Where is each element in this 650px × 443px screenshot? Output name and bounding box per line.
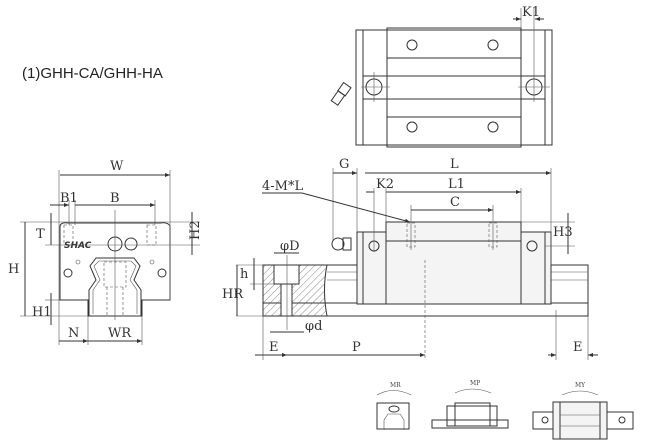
dim-l1: L1 [448,177,465,192]
grease-nipple-icon [331,237,345,251]
dim-p: P [352,340,361,355]
dim-b: B [110,191,120,206]
dim-h2: H2 [188,220,203,240]
dim-e-right: E [573,340,583,355]
model-title: (1)GHH-CA/GHH-HA [22,65,163,82]
dim-b1: B1 [60,191,78,206]
dim-c: C [450,195,460,210]
dim-e-left: E [269,340,279,355]
grease-nipple-icon [330,81,352,106]
dim-hr: HR [222,287,244,302]
dim-wr: WR [108,326,132,341]
brand-logo: SHAC [64,241,92,251]
top-view: K1 [330,5,553,148]
label-mr: MR [390,382,401,389]
dim-4-m-l: 4-M*L [262,179,303,194]
dim-h-small: h [240,267,249,282]
moment-my-diagram: MY [532,382,634,440]
dim-g: G [339,157,349,172]
dim-h3: H3 [553,225,573,240]
label-mp: MP [470,380,480,387]
dim-l: L [450,157,459,172]
dim-phi-D: φD [280,239,300,254]
moment-mp-diagram: MP [431,380,509,429]
dim-w: W [110,159,124,174]
moment-mr-diagram: MR [376,382,412,430]
side-view: G L K2 L1 C 4-M*L H3 φD φd h HR E [222,157,598,360]
dim-phi-d: φd [305,319,322,334]
dim-h1: H1 [32,305,52,320]
dim-t: T [36,227,45,242]
dim-n: N [68,326,79,341]
label-my: MY [575,382,586,389]
dim-k1: K1 [522,5,540,20]
dim-h: H [8,262,19,277]
front-view: SHAC W B1 B T H2 H H1 N WR [8,159,203,345]
dim-k2: K2 [376,177,394,192]
